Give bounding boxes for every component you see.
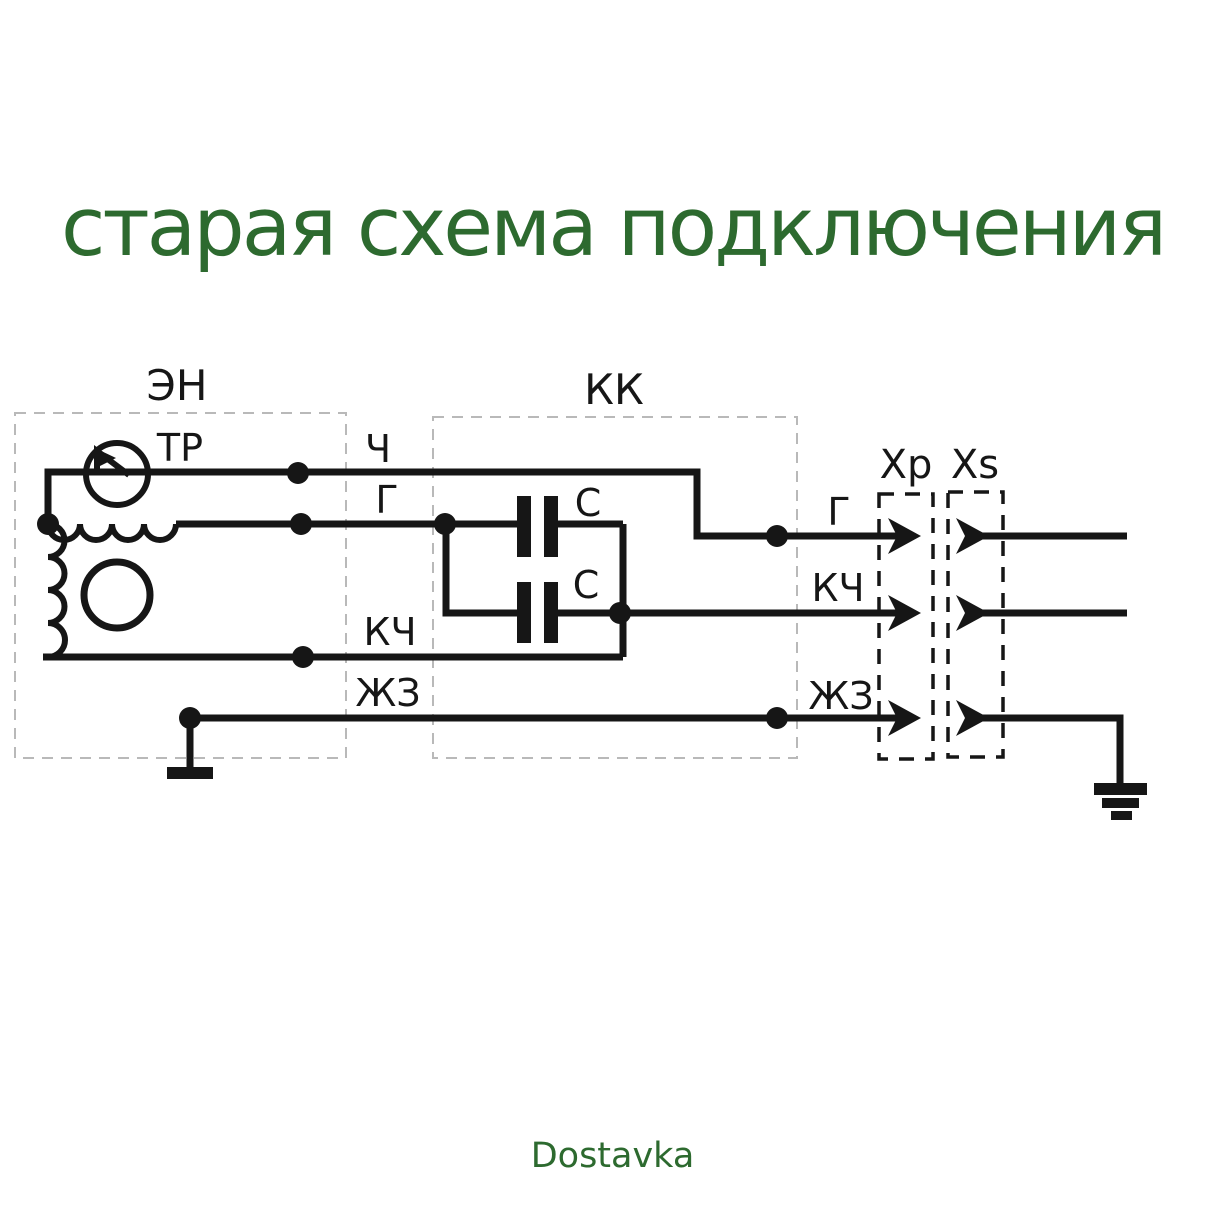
socket-pin-brown xyxy=(956,595,989,631)
plug-pins xyxy=(888,518,921,736)
capacitor-block-outline xyxy=(432,416,798,759)
junction-dot xyxy=(766,707,788,729)
junction-dot xyxy=(179,707,201,729)
earth-ground-right xyxy=(1094,783,1147,820)
cap-bottom-left-plate xyxy=(517,582,531,643)
thermal-relay-symbol xyxy=(83,440,151,508)
socket-connector-outline xyxy=(946,490,1005,759)
junction-dot xyxy=(434,513,456,535)
thermal-relay-arrowhead xyxy=(97,449,116,466)
ground-bar-2 xyxy=(1102,798,1139,808)
junction-dots xyxy=(37,462,788,729)
chassis-ground-left xyxy=(167,767,213,779)
wire-label-black: Ч xyxy=(365,427,391,471)
ground-bar-1 xyxy=(1094,783,1147,795)
socket-pin-yellowgreen xyxy=(956,700,989,736)
plug-connector-outline xyxy=(877,492,935,761)
plug-pin-yellowgreen xyxy=(888,700,921,736)
wire-black xyxy=(44,468,899,540)
capacitor-bottom-label: С xyxy=(573,563,600,607)
plug-connector-label: Xp xyxy=(880,442,933,488)
cap-top-left-plate xyxy=(517,496,531,557)
junction-dot xyxy=(287,462,309,484)
junction-dot xyxy=(290,513,312,535)
ground-bar-3 xyxy=(1111,811,1132,820)
capacitor-top xyxy=(517,496,558,557)
pump-block-label: ЭН xyxy=(147,361,208,410)
junction-dot xyxy=(292,646,314,668)
wire-label-yellowgreen-left: ЖЗ xyxy=(355,671,420,715)
thermal-relay-label: ТР xyxy=(156,426,203,470)
junction-dot xyxy=(37,513,59,535)
footer-watermark: Dostavka xyxy=(530,1136,695,1176)
capacitor-block-label: КК xyxy=(584,365,644,414)
socket-pin-blue xyxy=(956,518,989,554)
wire-yellowgreen-output xyxy=(975,714,1124,786)
junction-dot xyxy=(609,602,631,624)
thermal-relay-circle xyxy=(83,440,151,508)
plug-pin-brown xyxy=(888,595,921,631)
main-winding-coil xyxy=(47,521,68,660)
wire-label-blue-left: Г xyxy=(375,478,398,522)
wire-label-brown-left: КЧ xyxy=(363,610,416,654)
capacitor-bottom xyxy=(517,582,558,643)
cap-top-right-plate xyxy=(544,496,558,557)
page-title: старая схема подключения xyxy=(60,181,1167,275)
ground-bar xyxy=(167,767,213,779)
motor-symbol xyxy=(80,558,154,632)
pump-block-outline xyxy=(14,412,347,759)
wire-label-blue-right: Г xyxy=(827,490,850,534)
cap-bottom-left-branch xyxy=(442,524,518,617)
wire-label-yellowgreen-right: ЖЗ xyxy=(808,674,873,718)
capacitor-top-label: С xyxy=(575,481,602,525)
junction-dot xyxy=(766,525,788,547)
aux-winding-coil xyxy=(45,523,179,543)
socket-connector-label: Xs xyxy=(951,442,999,488)
cap-bottom-right-plate xyxy=(544,582,558,643)
thermal-relay-contact xyxy=(94,445,131,478)
plug-pin-blue xyxy=(888,518,921,554)
socket-pins xyxy=(956,518,989,736)
wire-label-brown-right: КЧ xyxy=(811,566,864,610)
